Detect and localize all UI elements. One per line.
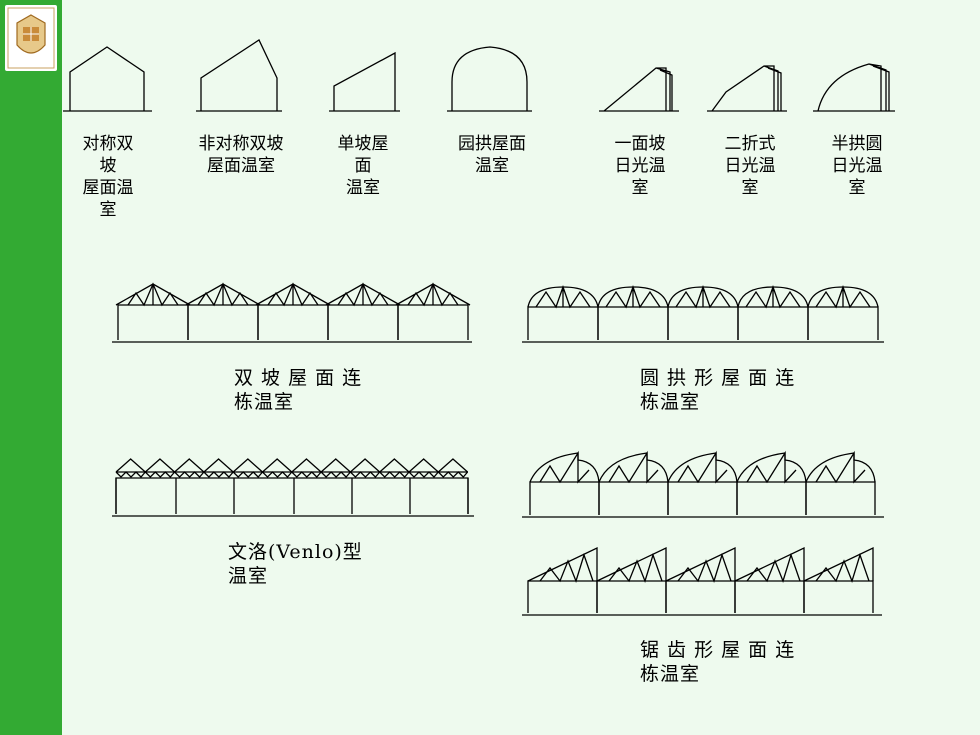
caption-two-fold-solar: 二折式 日光温 室 bbox=[724, 134, 776, 198]
venlo-truss bbox=[232, 471, 263, 478]
venlo-ridge bbox=[174, 458, 205, 473]
caption-single-slope: 单坡屋 面 温室 bbox=[337, 134, 389, 198]
venlo-ridge bbox=[262, 458, 293, 473]
venlo-truss bbox=[262, 471, 293, 478]
multi-span-arch-diagram bbox=[522, 285, 884, 343]
span-frame bbox=[736, 481, 807, 515]
venlo-truss bbox=[408, 471, 439, 478]
venlo-frame bbox=[115, 477, 469, 514]
half-arch-solar-shape bbox=[813, 63, 895, 112]
venlo-ridge bbox=[408, 458, 439, 473]
span-truss bbox=[605, 285, 661, 309]
venlo-diagram bbox=[112, 458, 474, 517]
span-truss bbox=[677, 450, 728, 484]
venlo-ridge bbox=[144, 458, 176, 473]
caption-venlo: 文洛(Venlo)型 温室 bbox=[228, 541, 363, 587]
span-arch bbox=[805, 452, 876, 483]
span-frame bbox=[397, 304, 469, 340]
venlo-truss bbox=[379, 471, 410, 478]
venlo-ridge bbox=[320, 458, 351, 473]
sawtooth-diagram bbox=[522, 546, 882, 616]
span-arch bbox=[598, 452, 669, 483]
span-frame bbox=[327, 304, 399, 340]
sawtooth-truss bbox=[539, 552, 594, 583]
caption-arched-roof: 园拱屋面 温室 bbox=[458, 134, 526, 176]
span-frame bbox=[737, 306, 809, 340]
caption-one-slope-solar: 一面坡 日光温 室 bbox=[614, 134, 666, 198]
venlo-truss bbox=[174, 471, 205, 478]
span-frame bbox=[807, 306, 879, 340]
span-truss bbox=[337, 282, 389, 307]
span-frame bbox=[805, 481, 876, 515]
span-frame bbox=[529, 481, 600, 515]
span-truss bbox=[407, 282, 459, 307]
span-truss bbox=[815, 450, 866, 484]
span-truss bbox=[197, 282, 249, 307]
asymmetric-double-slope-shape bbox=[196, 39, 282, 112]
venlo-ridge bbox=[115, 458, 146, 473]
caption-multi-span-arch: 圆 拱 形 屋 面 连 栋温室 bbox=[640, 367, 796, 413]
span-frame bbox=[667, 306, 739, 340]
venlo-truss bbox=[320, 471, 351, 478]
span-truss bbox=[745, 285, 801, 309]
span-frame bbox=[117, 304, 189, 340]
span-frame bbox=[527, 306, 599, 340]
logo bbox=[5, 5, 57, 71]
sawtooth-truss bbox=[677, 552, 732, 583]
span-truss bbox=[539, 450, 590, 484]
span-truss bbox=[127, 282, 179, 307]
caption-multi-span-double-slope: 双 坡 屋 面 连 栋温室 bbox=[234, 367, 363, 413]
two-fold-solar-shape bbox=[707, 65, 787, 112]
single-slope-shape bbox=[329, 51, 400, 112]
span-frame bbox=[187, 304, 259, 340]
venlo-ridge bbox=[437, 458, 469, 473]
span-frame bbox=[597, 306, 669, 340]
venlo-truss bbox=[115, 471, 146, 478]
span-arch bbox=[736, 452, 807, 483]
span-frame bbox=[667, 481, 738, 515]
span-frame bbox=[596, 580, 667, 613]
span-truss bbox=[608, 450, 659, 484]
span-frame bbox=[527, 580, 598, 613]
span-frame bbox=[734, 580, 805, 613]
span-frame bbox=[665, 580, 736, 613]
venlo-ridge bbox=[379, 458, 410, 473]
caption-symmetric-double-slope: 对称双 坡 屋面温 室 bbox=[82, 134, 134, 220]
venlo-truss bbox=[437, 471, 469, 478]
caption-asymmetric-double-slope: 非对称双坡 屋面温室 bbox=[198, 134, 284, 176]
one-slope-solar-shape bbox=[599, 67, 679, 112]
span-truss bbox=[535, 285, 591, 309]
venlo-ridge bbox=[232, 458, 263, 473]
venlo-ridge bbox=[349, 458, 381, 473]
span-arch bbox=[667, 452, 738, 483]
multi-span-ridge-diagram bbox=[112, 282, 472, 343]
span-frame bbox=[598, 481, 669, 515]
venlo-ridge bbox=[203, 458, 234, 473]
sawtooth-truss bbox=[746, 552, 801, 583]
symmetric-double-slope-shape bbox=[63, 46, 152, 112]
venlo-truss bbox=[203, 471, 234, 478]
span-frame bbox=[257, 304, 329, 340]
span-arch bbox=[529, 452, 600, 483]
multi-span-arch-truss-diagram bbox=[522, 450, 884, 518]
caption-sawtooth: 锯 齿 形 屋 面 连 栋温室 bbox=[640, 639, 796, 685]
sawtooth-truss bbox=[608, 552, 663, 583]
sidebar bbox=[0, 0, 62, 735]
arched-roof-shape bbox=[447, 46, 532, 112]
sawtooth-truss bbox=[815, 552, 870, 583]
span-truss bbox=[815, 285, 871, 309]
venlo-truss bbox=[291, 471, 322, 478]
venlo-ridge bbox=[291, 458, 322, 473]
caption-half-arch-solar: 半拱圆 日光温 室 bbox=[831, 134, 883, 198]
span-frame bbox=[803, 580, 874, 613]
venlo-truss bbox=[349, 471, 381, 478]
span-truss bbox=[675, 285, 731, 309]
span-truss bbox=[746, 450, 797, 484]
span-truss bbox=[267, 282, 319, 307]
university-seal-icon bbox=[7, 7, 55, 69]
venlo-truss bbox=[144, 471, 176, 478]
